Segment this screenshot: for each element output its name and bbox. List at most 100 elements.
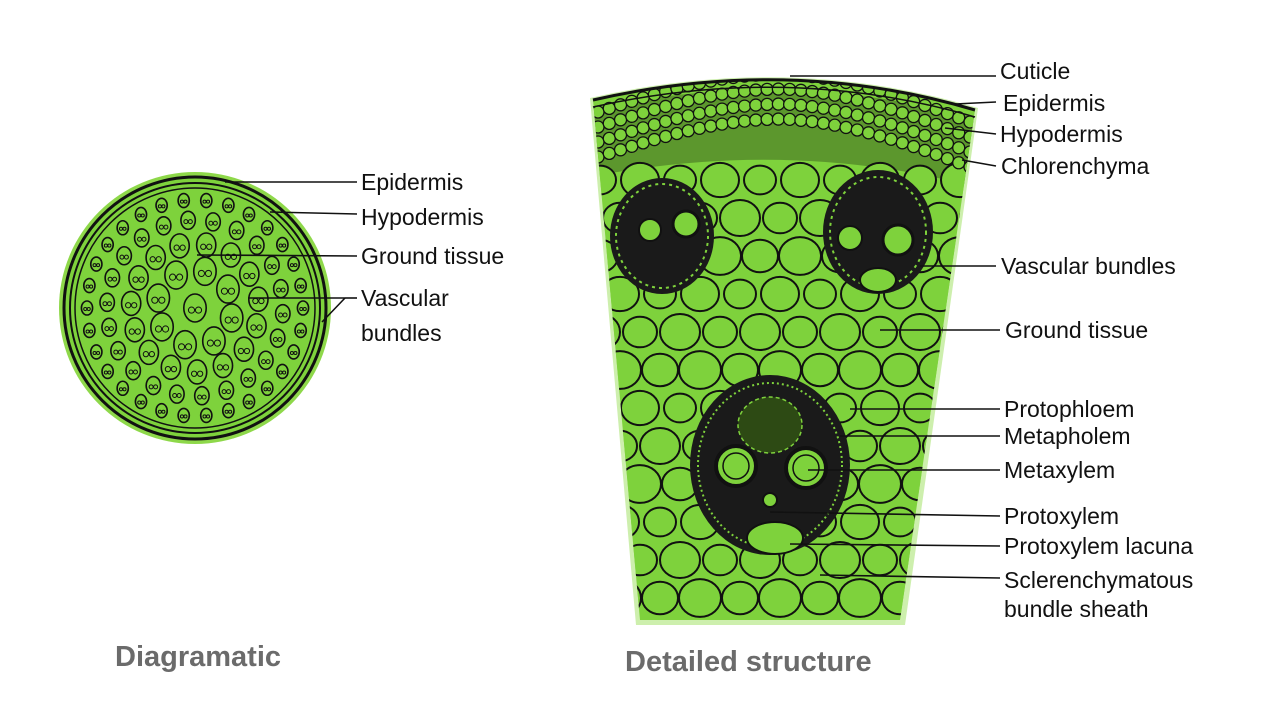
hypodermis-cell	[918, 143, 932, 158]
hypodermis-cell	[782, 112, 797, 126]
parenchyma-cell	[593, 392, 617, 424]
parenchyma-cell	[663, 392, 697, 424]
vascular-bundle	[145, 244, 167, 271]
hypodermis-cell	[613, 128, 628, 142]
vascular-bundle	[150, 312, 175, 342]
hypodermis-cell	[906, 124, 921, 139]
parenchyma-cell	[961, 580, 975, 616]
parenchyma-cell	[883, 506, 917, 538]
label-metaxylem: Metaxylem	[1004, 457, 1115, 483]
parenchyma-cell	[801, 352, 839, 388]
label-protoxylem: Protoxylem	[1004, 503, 1119, 529]
hypodermis-cell	[749, 98, 763, 112]
hypodermis-cell	[929, 117, 943, 132]
parenchyma-cell	[881, 580, 919, 616]
vascular-bundle	[199, 407, 213, 424]
parenchyma-cell	[743, 164, 777, 196]
vascular-bundle	[263, 255, 280, 276]
vascular-bundle	[128, 265, 149, 291]
hypodermis-cell	[861, 111, 876, 125]
hypodermis-cell	[873, 99, 887, 113]
vascular-bundle	[275, 363, 289, 380]
hypodermis-cell	[681, 124, 695, 138]
hypodermis-cell	[692, 121, 707, 135]
parenchyma-cell	[918, 578, 962, 618]
vascular-bundle	[134, 393, 148, 410]
parenchyma-cell	[959, 427, 975, 465]
parenchyma-cell	[678, 350, 722, 390]
hypodermis-cell	[929, 147, 943, 162]
parenchyma-cell	[659, 541, 701, 579]
parenchyma-cell	[803, 278, 837, 310]
parenchyma-cell	[942, 315, 975, 349]
hypodermis-cell	[805, 99, 819, 114]
parenchyma-cell	[862, 543, 898, 577]
label-vascular-left-1: Vascular	[361, 285, 449, 311]
vascular-bundle	[89, 344, 103, 360]
hypodermis-cell	[692, 91, 707, 105]
hypodermis-cell	[918, 113, 932, 128]
hypodermis-cell	[613, 113, 628, 127]
hypodermis-cell	[760, 112, 774, 127]
label-cuticle: Cuticle	[1000, 58, 1070, 84]
parenchyma-cell	[702, 315, 738, 349]
hypodermis-ring	[69, 182, 321, 434]
parenchyma-cell	[622, 543, 658, 577]
hypodermis-cell	[805, 114, 819, 129]
label-chlorenchyma: Chlorenchyma	[1001, 153, 1149, 179]
parenchyma-cell	[702, 543, 738, 577]
hypodermis-cell	[602, 116, 616, 131]
hypodermis-cell	[625, 124, 639, 138]
hypodermis-cell	[704, 89, 718, 103]
parenchyma-cell	[860, 389, 900, 427]
hypodermis-cell	[782, 82, 797, 96]
vascular-bundle	[219, 303, 244, 333]
vascular-bundle	[257, 350, 274, 371]
vascular-bundle	[133, 228, 150, 248]
label-epidermis-left: Epidermis	[361, 169, 463, 195]
hypodermis-cell	[625, 139, 639, 153]
vascular-bundle	[124, 316, 146, 343]
vascular-bundle	[134, 206, 148, 223]
vascular-bundle	[183, 293, 208, 323]
hypodermis-cell	[670, 126, 684, 141]
hypodermis-cell	[658, 114, 673, 129]
hypodermis-cell	[704, 104, 718, 118]
parenchyma-cell	[819, 541, 861, 579]
parenchyma-cell	[780, 161, 820, 199]
parenchyma-cell	[959, 199, 975, 237]
vascular-bundle	[228, 220, 245, 241]
vascular-bundle	[218, 380, 235, 401]
vascular-bundle	[82, 277, 96, 294]
hypodermis-cell	[884, 132, 898, 146]
leader-vascular-left-b	[321, 297, 346, 323]
hypodermis-cell	[918, 128, 932, 143]
leader-ground-left	[196, 254, 358, 257]
vascular-bundle	[246, 312, 267, 339]
hypodermis-cell	[771, 112, 786, 126]
vascular-bundle	[193, 385, 210, 406]
vascular-bundle	[99, 292, 116, 313]
vascular-bundle	[155, 402, 169, 419]
label-metaphloem: Metapholem	[1004, 423, 1131, 449]
vascular-bundle	[260, 380, 274, 397]
parenchyma-cell	[801, 580, 839, 616]
vascular-bundle	[116, 219, 130, 236]
vascular-bundle	[116, 245, 133, 266]
hypodermis-cell	[794, 113, 808, 127]
vascular-bundle	[169, 233, 191, 259]
leader-hypodermis-left	[269, 211, 358, 215]
hypodermis-cell	[670, 111, 684, 126]
vascular-bundle	[215, 274, 240, 304]
hypodermis-cell	[861, 126, 876, 140]
hypodermis-cell	[839, 90, 853, 105]
parenchyma-cell	[622, 315, 658, 349]
label-hypodermis-left: Hypodermis	[361, 204, 484, 230]
vascular-bundle	[192, 256, 217, 287]
hypodermis-cell	[782, 97, 797, 111]
parenchyma-cell	[639, 427, 681, 465]
vascular-bundle	[195, 232, 217, 258]
hypodermis-cell	[760, 82, 774, 97]
vascular-bundle	[155, 197, 169, 214]
vascular-bundle	[155, 215, 172, 236]
